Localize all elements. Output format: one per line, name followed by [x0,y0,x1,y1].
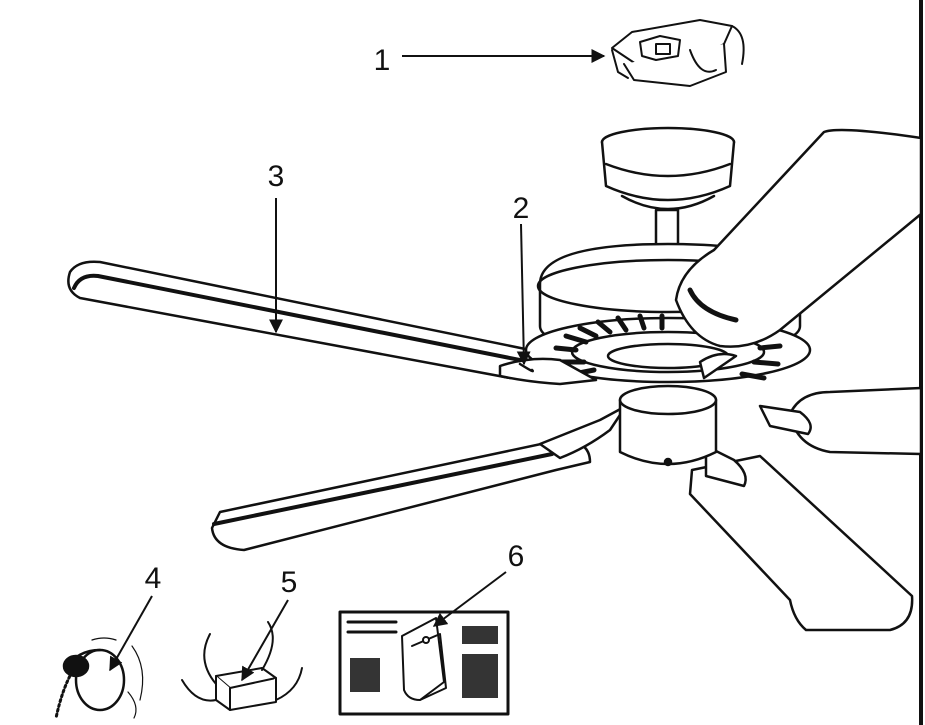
callout-3: 3 [268,160,285,193]
fan-blade-right [788,386,923,456]
fan-blade-lower-right [688,454,914,632]
callout-1: 1 [374,44,391,77]
callout-leaders [109,49,606,682]
fan-blade-lower-left [210,438,592,552]
callout-6: 6 [508,540,525,573]
callout-2: 2 [513,192,530,225]
callout-5: 5 [281,566,298,599]
fan-blade-upper-right [674,128,923,348]
callout-4: 4 [145,562,162,595]
blade-arm-part [498,352,812,488]
leader-line-4 [109,595,153,672]
mounting-bracket-part [611,19,745,87]
switch-housing [618,384,718,467]
fan-canopy [600,126,736,254]
wire-connector-part [181,621,303,711]
leader-line-6 [432,571,507,627]
leader-line-2 [516,223,531,366]
pull-chain-cap-part [54,637,144,720]
hardware-bag-part [338,610,510,716]
leader-line-5 [241,599,289,682]
fan-blade-part [67,260,550,380]
